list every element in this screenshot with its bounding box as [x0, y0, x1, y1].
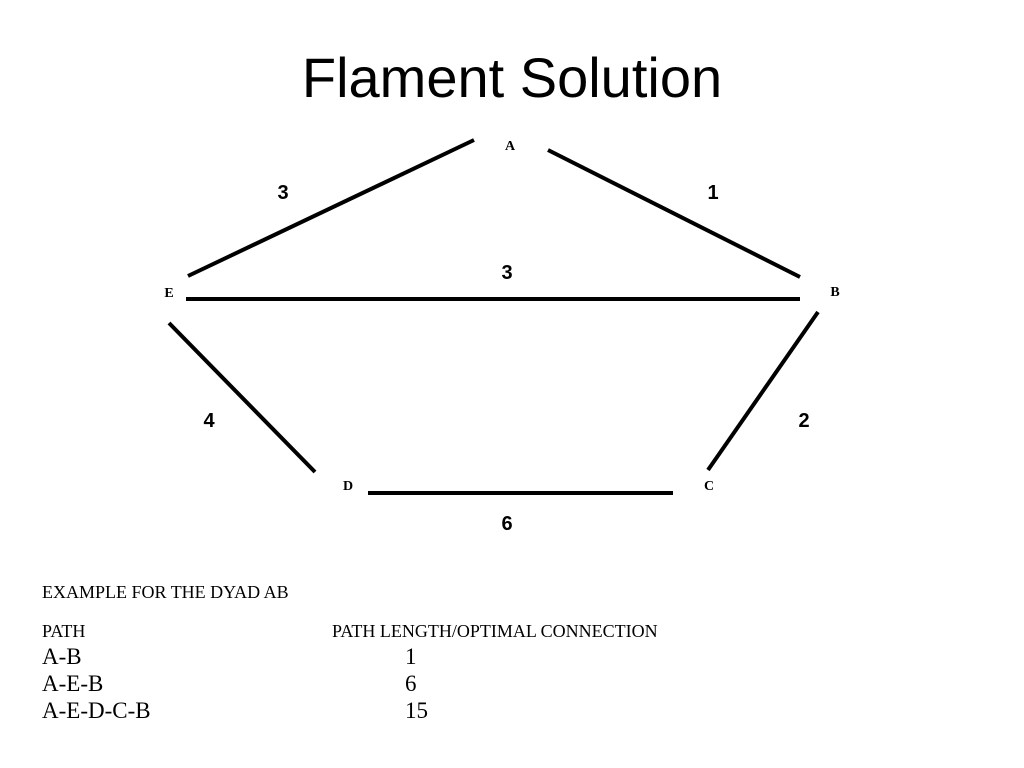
node-e-label: E: [164, 286, 173, 301]
network-graph: A B C D E 3 1 3 4 2 6: [164, 138, 840, 535]
example-heading: EXAMPLE FOR THE DYAD AB: [42, 582, 289, 602]
edge-e-d: [167, 321, 317, 474]
edge-b-c: [706, 310, 820, 472]
slide-title: Flament Solution: [301, 46, 723, 109]
edge-e-b-weight: 3: [501, 262, 512, 284]
node-d-label: D: [343, 479, 353, 494]
column-header-path: PATH: [42, 621, 86, 641]
edge-e-a: [187, 138, 475, 278]
node-a-label: A: [505, 139, 516, 154]
path-cell: A-E-D-C-B: [42, 698, 151, 723]
table-row: A-E-B 6: [42, 670, 852, 697]
edge-e-d-weight: 4: [203, 410, 215, 432]
column-header-length: PATH LENGTH/OPTIMAL CONNECTION: [332, 621, 658, 641]
length-cell: 6: [405, 671, 417, 696]
edge-e-a-weight: 3: [277, 182, 288, 204]
path-table: PATH PATH LENGTH/OPTIMAL CONNECTION A-B …: [42, 621, 852, 724]
edge-b-c-weight: 2: [798, 410, 809, 432]
edge-d-c-weight: 6: [501, 513, 512, 535]
table-row: A-B 1: [42, 643, 852, 670]
path-table-header: PATH PATH LENGTH/OPTIMAL CONNECTION: [42, 621, 852, 643]
node-c-label: C: [704, 479, 714, 494]
table-row: A-E-D-C-B 15: [42, 697, 852, 724]
path-cell: A-B: [42, 644, 82, 669]
path-cell: A-E-B: [42, 671, 104, 696]
edge-a-b-weight: 1: [707, 182, 718, 204]
length-cell: 15: [405, 698, 428, 723]
edge-a-b: [547, 148, 801, 279]
length-cell: 1: [405, 644, 417, 669]
example-section: EXAMPLE FOR THE DYAD AB PATH PATH LENGTH…: [42, 580, 852, 724]
node-b-label: B: [830, 285, 839, 300]
